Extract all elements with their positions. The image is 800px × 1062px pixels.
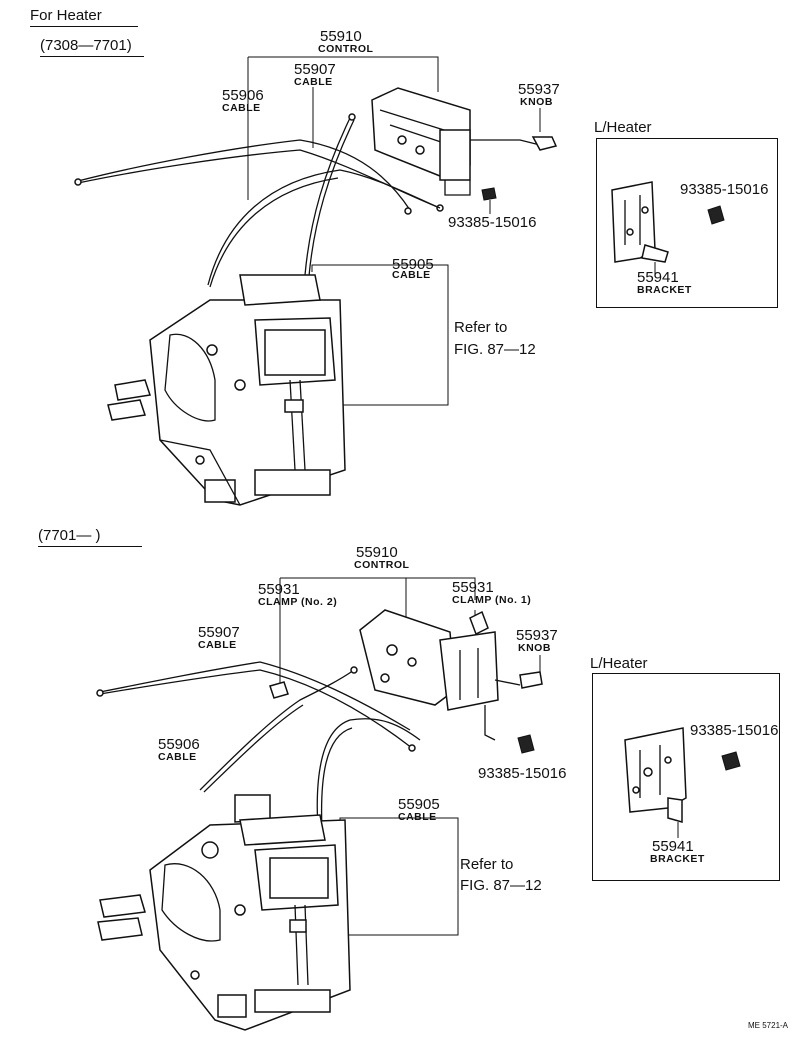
top-control-label: CONTROL — [318, 43, 374, 55]
bottom-cable905-number: 55905 — [398, 796, 440, 813]
bottom-lheater-drawing — [624, 727, 741, 838]
top-cable905-number: 55905 — [392, 256, 434, 273]
bottom-clamp1-shape — [469, 610, 489, 636]
top-knob-label: KNOB — [520, 96, 553, 108]
top-range: (7308—7701) — [40, 38, 144, 57]
bottom-clamp2-label: CLAMP (No. 2) — [258, 596, 338, 608]
top-refer-line1: Refer to — [454, 319, 508, 336]
top-lheater-box — [596, 138, 778, 308]
bottom-cables — [96, 661, 421, 832]
bottom-clamp1-label: CLAMP (No. 1) — [452, 594, 532, 606]
bottom-range: (7701— ) — [38, 528, 142, 547]
bottom-cable907-label: CABLE — [198, 639, 237, 651]
bottom-lheater-bracket-label: BRACKET — [650, 853, 705, 865]
bottom-cable907-number: 55907 — [198, 624, 240, 641]
bottom-refer-line1: Refer to — [460, 856, 514, 873]
top-lheater-title: L/Heater — [594, 119, 652, 136]
bottom-cable906-label: CABLE — [158, 751, 197, 763]
bottom-screw-number: 93385-15016 — [478, 765, 567, 782]
bottom-control-label: CONTROL — [354, 559, 410, 571]
bottom-cable906-number: 55906 — [158, 736, 200, 753]
bottom-knob-shape — [519, 671, 543, 689]
footer-code: ME 5721-A — [748, 1021, 789, 1030]
top-cable906-number: 55906 — [222, 87, 264, 104]
top-knob-number: 55937 — [518, 81, 560, 98]
bottom-lheater-box — [592, 673, 780, 881]
top-screw-number: 93385-15016 — [448, 214, 537, 231]
top-lheater-bracket-label: BRACKET — [637, 284, 692, 296]
top-control-assembly — [371, 87, 558, 201]
top-control-number: 55910 — [320, 28, 362, 45]
top-knob-shape — [531, 136, 558, 151]
top-cable907-label: CABLE — [294, 76, 333, 88]
top-cable905-label: CABLE — [392, 269, 431, 281]
top-refer-line2: FIG. 87—12 — [454, 341, 536, 358]
bottom-clamp1-number: 55931 — [452, 579, 494, 596]
bottom-clamp2-number: 55931 — [258, 581, 300, 598]
top-cable907-number: 55907 — [294, 61, 336, 78]
bottom-knob-label: KNOB — [518, 642, 551, 654]
bottom-control-assembly — [359, 609, 543, 754]
top-lheater-drawing — [611, 181, 725, 275]
bottom-knob-number: 55937 — [516, 627, 558, 644]
bottom-heater-unit — [97, 794, 351, 1031]
bottom-lheater-bracket-number: 55941 — [652, 838, 694, 855]
top-lheater-screw-number: 93385-15016 — [680, 181, 769, 198]
top-lheater-bracket-number: 55941 — [637, 269, 679, 286]
bottom-cable905-label: CABLE — [398, 811, 437, 823]
bottom-lheater-screw-number: 93385-15016 — [690, 722, 779, 739]
bottom-clamp2-shape — [269, 681, 289, 699]
bottom-refer-line2: FIG. 87—12 — [460, 877, 542, 894]
top-leader-lines — [247, 56, 541, 406]
bottom-control-number: 55910 — [356, 544, 398, 561]
top-heater-unit — [107, 274, 346, 506]
top-cable906-label: CABLE — [222, 102, 261, 114]
top-cables — [74, 113, 444, 288]
bottom-lheater-title: L/Heater — [590, 655, 648, 672]
top-heading: For Heater — [30, 8, 138, 27]
